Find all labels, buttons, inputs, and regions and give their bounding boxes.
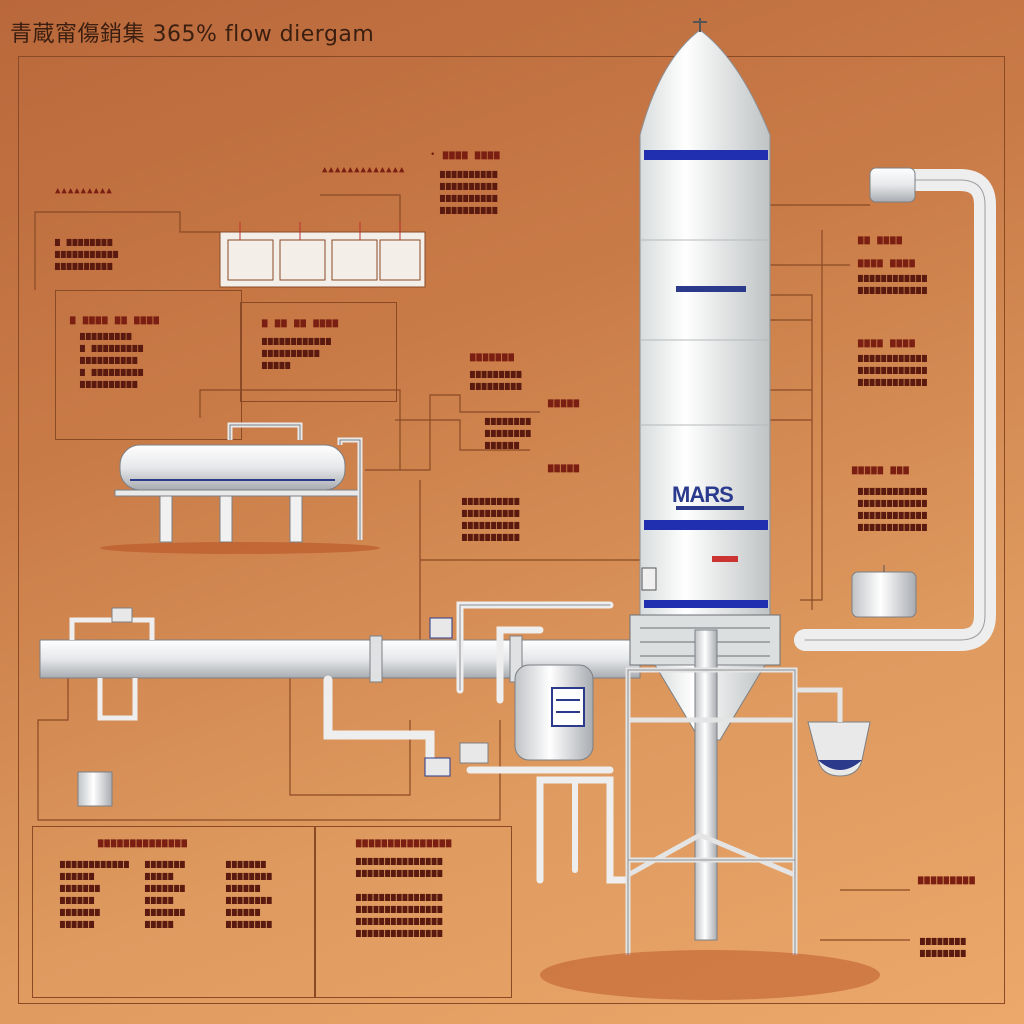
small-tank: [851, 565, 917, 618]
heat-exchanger-bank: [219, 222, 426, 288]
label-bottom-title: ▆▆▆▆▆▆▆▆▆▆▆▆▆▆: [98, 838, 188, 848]
text-block: ▆▆▆▆▆▆▆▆▆▆▆▆▆▆▆▆▆▆▆▆▆▆▆▆▆▆▆▆▆▆▆▆▆▆▆▆▆▆▆▆…: [226, 859, 273, 928]
label-bottom-mid: ▆▆▆▆▆▆▆▆▆▆▆▆▆▆▆: [356, 838, 453, 848]
panel-mid: [240, 302, 397, 402]
column-brand-label: MARS: [672, 482, 734, 507]
support-structure: [540, 614, 880, 1000]
text-block: ▆▆▆▆▆▆▆▆▆▆▆▆▆▆▆▆▆▆▆▆▆▆▆▆: [858, 273, 928, 294]
text-block: ▆▆▆▆▆▆▆▆▆▆▆▆▆▆▆▆▆▆▆▆▆▆▆▆▆▆▆: [262, 336, 332, 369]
label-panel-a: ▆ ▆▆▆▆ ▆▆ ▆▆▆▆: [70, 315, 160, 325]
text-block: ▆▆▆▆▆▆▆▆▆▆▆▆▆▆▆▆▆▆▆▆▆▆: [485, 416, 532, 449]
label-right-3: ▆▆▆▆ ▆▆▆▆: [858, 338, 916, 348]
diagram-title: 青蔵甯傷銷集 365% flow diergam: [10, 22, 375, 47]
control-box: [77, 771, 113, 807]
pump-motor: [424, 757, 451, 777]
label-right-4: ▆▆▆▆▆ ▆▆▆: [852, 465, 910, 475]
text-block: ▆▆▆▆▆▆▆▆▆▆▆▆▆▆▆▆▆▆▆▆▆▆▆▆▆▆▆▆▆▆▆▆▆▆▆▆▆▆▆▆…: [356, 856, 444, 937]
label-exchanger: ▲▲▲▲▲▲▲▲▲▲▲▲▲: [322, 165, 406, 175]
label-top-mid: • ▆▆▆▆ ▆▆▆▆: [430, 150, 501, 160]
label-right-1: ▆▆ ▆▆▆▆: [858, 235, 903, 245]
label-mid-a: ▆▆▆▆▆▆▆: [470, 352, 515, 362]
pipe-flange: [869, 167, 916, 203]
collection-bowl: [807, 721, 871, 777]
label-panel-b: ▆ ▆▆ ▆▆ ▆▆▆▆: [262, 318, 340, 328]
panel-bottom-left: [32, 826, 316, 998]
text-block: ▆▆▆▆▆▆▆▆▆▆▆▆▆▆▆▆▆▆▆▆▆▆▆▆▆▆▆▆▆▆▆▆▆▆▆▆▆▆▆▆: [462, 496, 521, 541]
label-side-1: ▆▆▆▆▆: [548, 398, 581, 408]
text-block: ▆▆▆▆▆▆▆▆▆▆▆▆▆▆▆▆▆▆▆▆▆▆▆▆▆▆▆▆▆▆▆▆▆▆▆▆: [145, 859, 186, 928]
connector-lines: [34, 194, 910, 941]
label-side-2: ▆▆▆▆▆: [548, 463, 581, 473]
panel-bottom-mid: [314, 826, 512, 998]
text-block: ▆▆▆▆▆▆▆▆▆▆▆▆▆▆▆▆▆▆▆▆▆▆▆▆▆▆▆▆▆▆▆▆▆▆▆▆▆▆▆▆: [440, 169, 499, 214]
text-block: ▆▆▆▆▆▆▆▆▆▆ ▆▆▆▆▆▆▆▆▆▆▆▆▆▆▆▆▆▆▆▆ ▆▆▆▆▆▆▆▆…: [80, 331, 144, 388]
mars-column: [639, 18, 771, 616]
process-pipes: [323, 169, 996, 884]
text-block: ▆▆▆▆▆▆▆▆▆▆▆▆▆▆▆▆: [920, 936, 967, 957]
outer-frame: [18, 56, 1005, 1004]
text-block: ▆▆▆▆▆▆▆▆▆▆▆▆▆▆▆▆▆▆: [470, 369, 523, 390]
text-block: ▆▆▆▆▆▆▆▆▆▆▆▆▆▆▆▆▆▆▆▆▆▆▆▆▆▆▆▆▆▆▆▆▆▆▆▆: [858, 353, 928, 386]
text-block: ▆▆▆▆▆▆▆▆▆▆▆▆▆▆▆▆▆▆▆▆▆▆▆▆▆▆▆▆▆▆▆▆▆▆▆▆▆▆▆▆…: [858, 486, 928, 531]
text-block: ▆ ▆▆▆▆▆▆▆▆▆▆▆▆▆▆▆▆▆▆▆▆▆▆▆▆▆▆▆▆▆: [55, 237, 119, 270]
label-bottom-right: ▆▆▆▆▆▆▆▆▆: [918, 875, 976, 885]
horizontal-vessel: [100, 422, 380, 554]
text-block: ▆▆▆▆▆▆▆▆▆▆▆▆▆▆▆▆▆▆▆▆▆▆▆▆▆▆▆▆▆▆▆▆▆▆▆▆▆▆▆▆…: [60, 859, 130, 928]
panel-left: [55, 290, 242, 440]
side-vessel: [514, 664, 594, 761]
label-top-left: ▲▲▲▲▲▲▲▲▲: [55, 186, 113, 196]
label-right-2: ▆▆▆▆ ▆▆▆▆: [858, 258, 916, 268]
pump-box: [459, 742, 489, 764]
